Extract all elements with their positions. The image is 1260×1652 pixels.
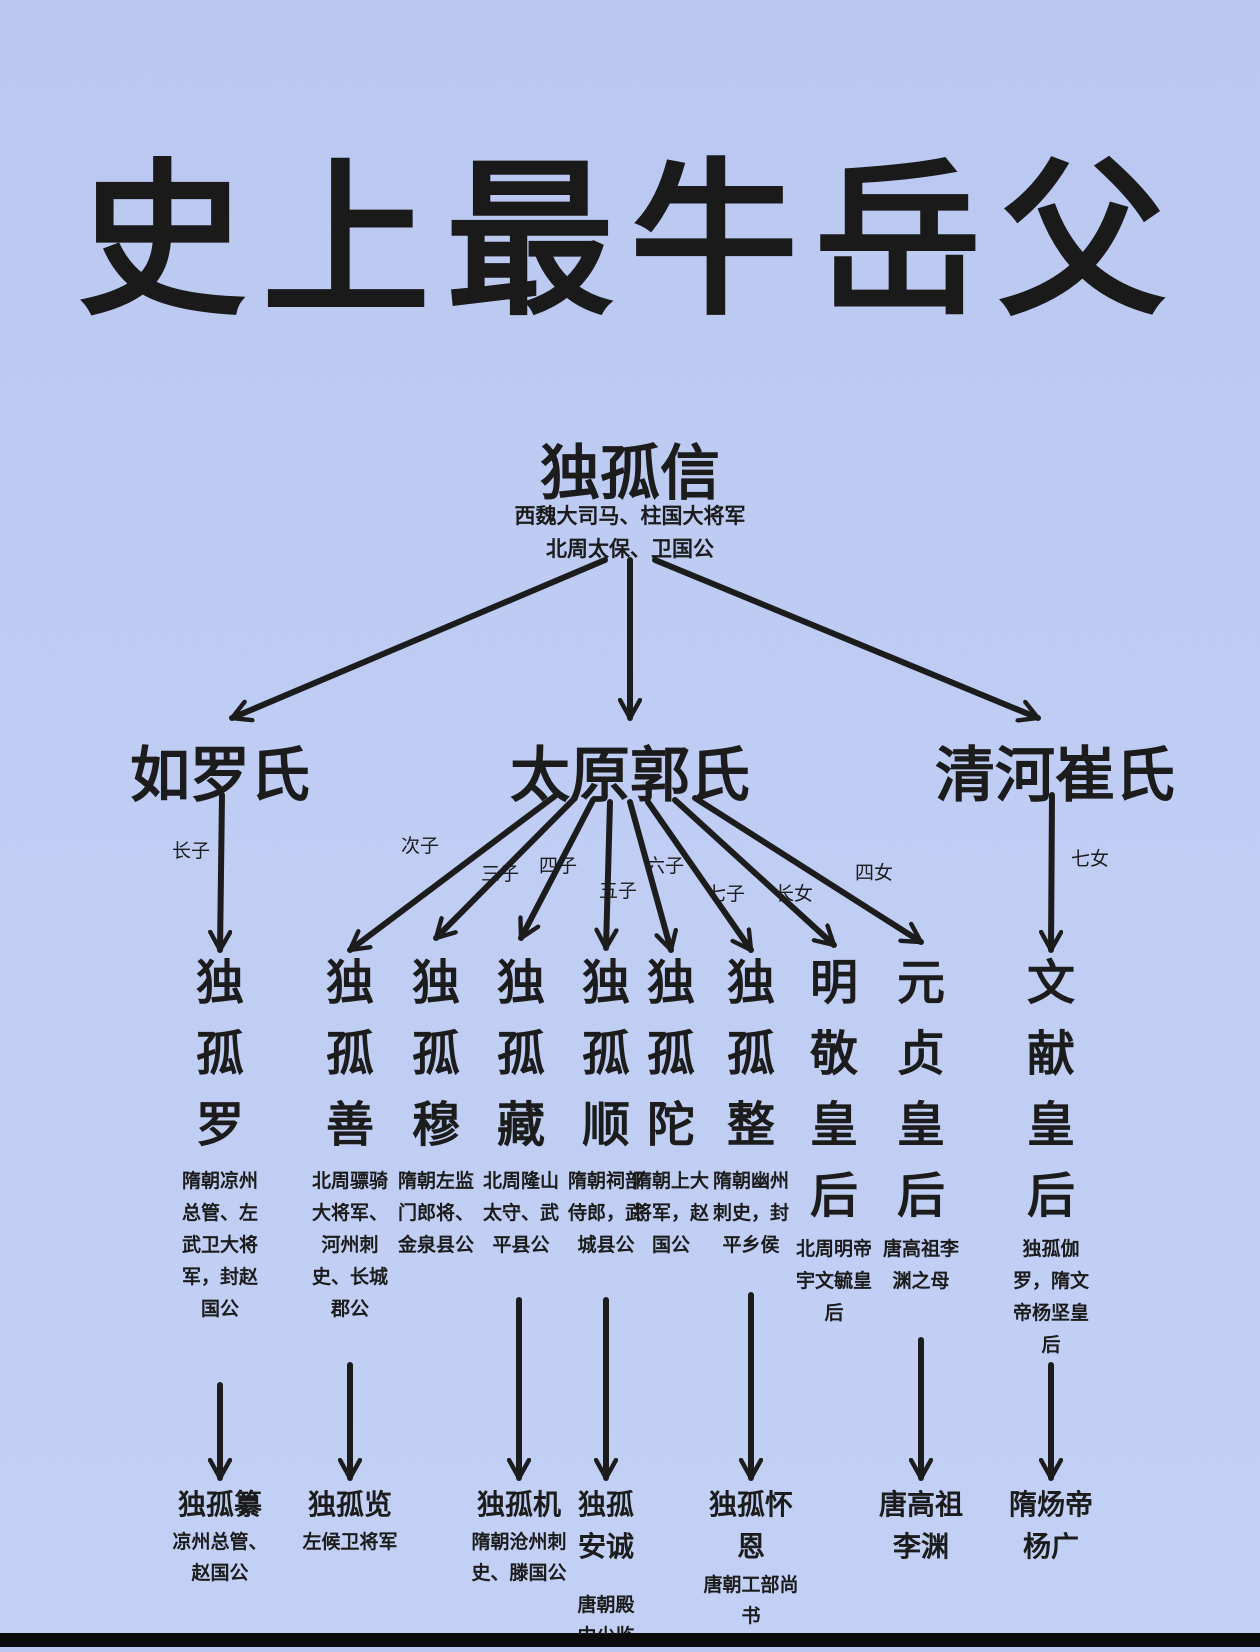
relation-label: 三子: [480, 863, 519, 885]
child-name: 独孤穆: [411, 955, 460, 1153]
grandchild-description: 凉州总管、赵国公: [172, 1531, 268, 1584]
relation-label: 五子: [598, 880, 637, 902]
relation-label: 长子: [171, 840, 210, 862]
relation-label: 七子: [706, 883, 745, 905]
wife-name: 如罗氏: [130, 741, 310, 811]
arrow-wife-to-child: [1051, 792, 1052, 953]
grandchild-description: 左候卫将军: [302, 1531, 398, 1553]
child-name: 独孤藏: [496, 955, 545, 1153]
root-person-title-line: 西魏大司马、柱国大将军: [514, 504, 746, 528]
arrow-wife-to-child: [220, 792, 222, 953]
arrow-root-to-wife: [652, 557, 1041, 718]
wife-name: 清河崔氏: [935, 741, 1175, 811]
grandchild-name: 独孤纂: [177, 1488, 262, 1521]
child-description: 独孤伽罗，隋文帝杨坚皇后: [1012, 1238, 1089, 1356]
grandchild-name: 独孤怀恩: [708, 1488, 793, 1563]
page-title: 史上最牛岳父: [78, 141, 1182, 339]
arrow-wife-to-child: [672, 797, 837, 948]
child-name: 独孤善: [325, 955, 374, 1153]
child-description: 隋朝祠部侍郎，武城县公: [567, 1170, 644, 1256]
arrow-wife-to-child: [606, 799, 610, 951]
bottom-bar: [0, 1633, 1260, 1647]
child-name: 独孤顺: [581, 955, 630, 1153]
child-description: 北周骠骑大将军、河州刺史、长城郡公: [311, 1170, 388, 1320]
relation-label: 次子: [400, 835, 439, 857]
child-description: 北周明帝宇文毓皇后: [795, 1238, 872, 1324]
grandchild-name: 独孤安诚: [577, 1488, 634, 1563]
child-description: 隋朝上大将军，赵国公: [632, 1170, 709, 1256]
child-name: 元贞皇后: [896, 955, 945, 1224]
grandchild-description: 唐朝工部尚书: [703, 1574, 799, 1627]
wife-name: 太原郭氏: [510, 741, 750, 811]
grandchild-name: 唐高祖李渊: [878, 1488, 963, 1563]
child-name: 独孤罗: [195, 955, 244, 1153]
child-description: 隋朝左监门郎将、金泉县公: [397, 1170, 474, 1256]
child-name: 独孤陀: [646, 955, 695, 1153]
grandchild-name: 隋炀帝杨广: [1008, 1488, 1093, 1563]
relation-label: 长女: [774, 883, 813, 905]
arrow-wife-to-child: [645, 799, 754, 953]
child-name: 明敬皇后: [809, 955, 858, 1224]
relation-label: 四子: [538, 855, 577, 877]
relation-label: 四女: [854, 862, 893, 884]
arrow-wife-to-child: [518, 797, 596, 941]
child-description: 北周隆山太守、武平县公: [482, 1170, 559, 1256]
child-description: 唐高祖李渊之母: [882, 1238, 959, 1292]
child-name: 文献皇后: [1026, 955, 1075, 1224]
arrow-wife-to-child: [347, 793, 558, 953]
grandchild-description: 隋朝沧州刺史、滕国公: [471, 1531, 567, 1584]
arrow-root-to-wife: [229, 557, 608, 718]
arrow-wife-to-child: [627, 799, 671, 953]
relation-label: 六子: [645, 855, 684, 877]
grandchild-name: 独孤机: [476, 1488, 561, 1521]
root-person-title-line: 北周太保、卫国公: [546, 537, 714, 561]
arrow-wife-to-child: [433, 795, 578, 941]
root-person-name: 独孤信: [540, 439, 720, 509]
child-description: 隋朝凉州总管、左武卫大将军，封赵国公: [181, 1170, 258, 1320]
arrow-wife-to-child: [692, 795, 924, 945]
child-name: 独孤整: [726, 955, 775, 1153]
relation-label: 七女: [1070, 848, 1109, 870]
child-description: 隋朝幽州刺史，封平乡侯: [712, 1170, 789, 1256]
grandchild-name: 独孤览: [307, 1488, 392, 1521]
